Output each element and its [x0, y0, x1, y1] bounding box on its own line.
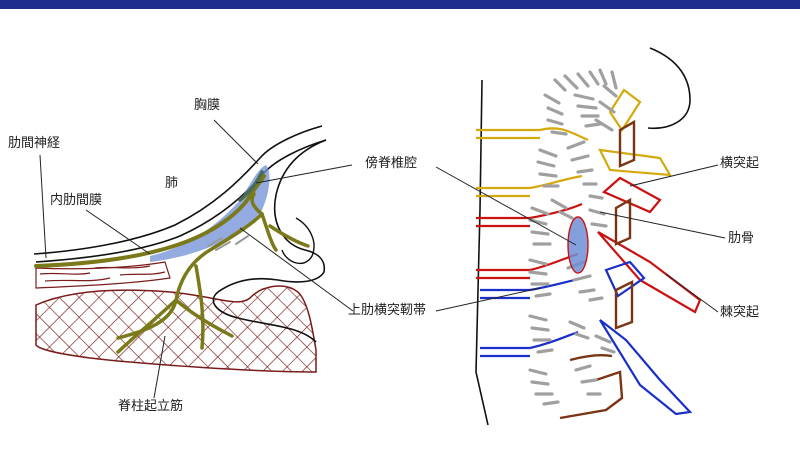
- label-spinous-process: 棘突起: [720, 305, 760, 320]
- nerve-dorsal-ramus: [116, 212, 264, 354]
- rib-yellow: [476, 88, 673, 198]
- pleura-line: [35, 139, 327, 263]
- label-superior-costotransverse-ligament: 上肋横突靭帯: [348, 303, 427, 318]
- paravertebral-block: [567, 216, 589, 274]
- label-rib: 肋骨: [728, 231, 755, 246]
- vertebra-outline: [212, 139, 327, 343]
- label-internal-intercostal-membrane: 内肋間膜: [50, 193, 103, 208]
- top-right-outline: [647, 47, 691, 130]
- top-color-bar: [0, 0, 800, 9]
- label-pleura: 胸膜: [194, 98, 221, 113]
- rib-brown: [559, 119, 636, 420]
- intercostal-muscle-strip: [35, 261, 171, 289]
- label-lung: 肺: [165, 176, 179, 191]
- cross-section-panel: [33, 125, 327, 373]
- label-transverse-process: 横突起: [720, 156, 760, 171]
- body-midline-outline: [475, 79, 489, 426]
- erector-spinae-muscle: [35, 285, 317, 373]
- label-intercostal-nerve: 肋間神経: [8, 136, 61, 151]
- chest-wall-outline: [33, 125, 323, 255]
- intercostal-nerve: [34, 174, 266, 268]
- posterior-view-panel: [475, 47, 702, 426]
- leader-lines: [39, 119, 726, 399]
- label-paravertebral-space: 傍脊椎腔: [365, 156, 418, 171]
- paravertebral-block-spread: [150, 165, 270, 262]
- label-erector-spinae: 脊柱起立筋: [118, 399, 184, 414]
